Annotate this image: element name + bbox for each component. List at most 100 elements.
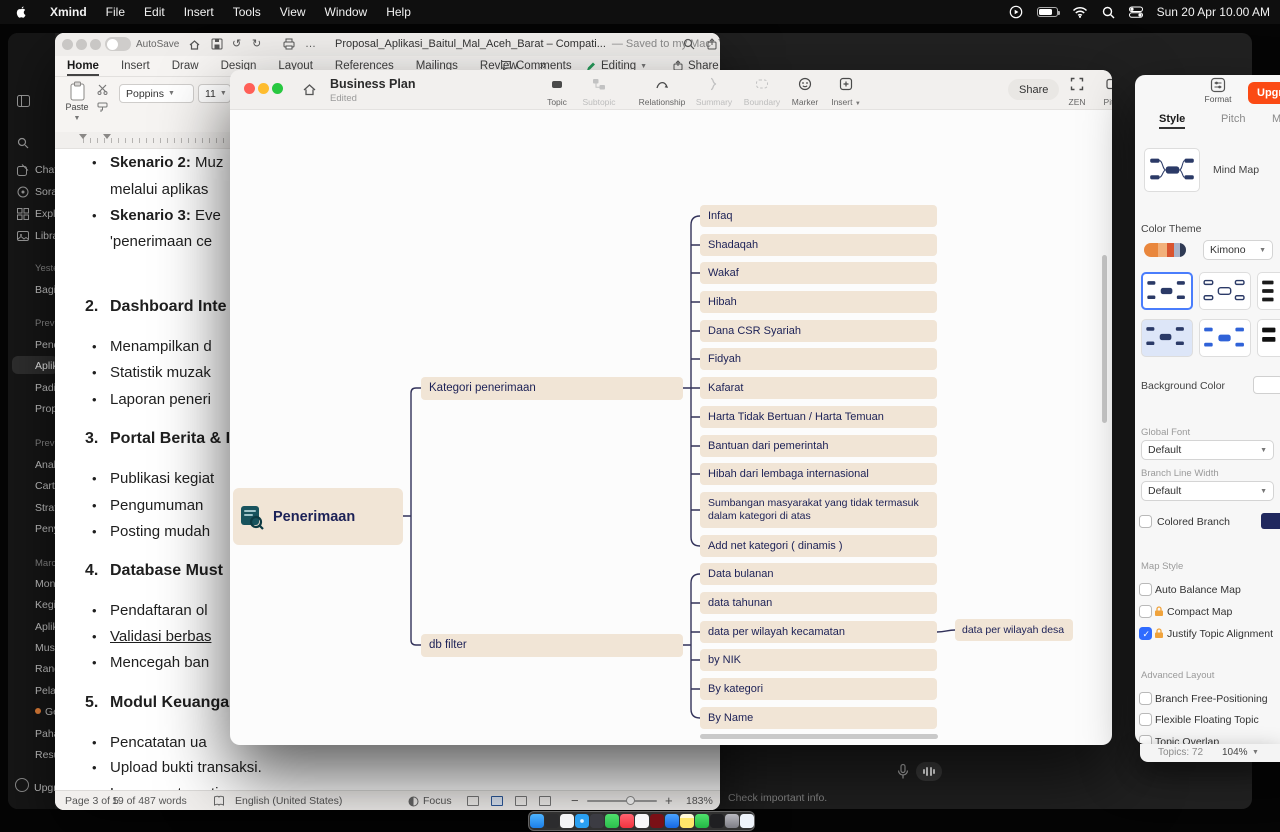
theme-select[interactable]: Kimono▼ [1203,240,1273,260]
colored-branch-checkbox[interactable] [1139,515,1152,528]
proofing-icon[interactable] [213,795,225,807]
control-center-icon[interactable] [1129,6,1143,18]
font-size-select[interactable]: 11▼ [198,84,231,103]
topic-node[interactable]: Hibah dari lembaga internasional [700,463,937,485]
home-icon[interactable] [188,38,201,51]
justify-alignment-checkbox[interactable] [1139,627,1152,640]
horizontal-scrollbar[interactable] [700,734,938,739]
global-font-select[interactable]: Default▼ [1141,440,1274,460]
dock-icon-terminal[interactable] [710,814,724,828]
conversation-item[interactable]: Gejala [35,705,55,719]
theme-thumbnail[interactable] [1257,319,1280,357]
dock-icon-music[interactable] [620,814,634,828]
topic-node[interactable]: data per wilayah kecamatan [700,621,937,643]
topic-node[interactable]: By Name [700,707,937,729]
tab-map[interactable]: Map [1272,113,1280,125]
dock-icon-facetime[interactable] [695,814,709,828]
theme-thumbnail[interactable] [1141,319,1193,357]
cut-icon[interactable] [97,84,108,95]
redo-icon[interactable]: ↻ [252,38,261,51]
dock-icon-freeform[interactable] [590,814,604,828]
page-indicator[interactable]: Page 3 of 5 [65,795,119,807]
menu-bar-clock[interactable]: Sun 20 Apr 10.00 AM [1157,5,1270,19]
conversation-item[interactable]: Cartoon [35,479,55,493]
conversation-item[interactable]: Strategi [35,501,55,515]
topic-node[interactable]: data per wilayah desa [955,619,1073,641]
wifi-icon[interactable] [1072,6,1088,18]
conversation-item[interactable]: Kegiatan [35,598,55,612]
branch-topic[interactable]: Kategori penerimaan [421,377,683,400]
central-topic[interactable]: Penerimaan [233,488,403,545]
dock-icon-finder[interactable] [530,814,544,828]
zoom-slider-thumb[interactable] [626,796,635,805]
vertical-scrollbar[interactable] [1102,255,1107,423]
search-icon[interactable] [683,38,695,50]
zoom-percentage[interactable]: 183% [686,795,713,807]
topic-overlap-checkbox[interactable] [1139,735,1152,744]
dock-icon-kit[interactable] [650,814,664,828]
dock-icon-mail[interactable] [665,814,679,828]
topic-node[interactable]: Dana CSR Syariah [700,320,937,342]
branch-line-width-select[interactable]: Default▼ [1141,481,1274,501]
dock-icon-launchpad[interactable] [545,814,559,828]
sidebar-toggle-icon[interactable] [17,95,30,107]
conversation-item[interactable]: Proposa [35,402,55,416]
paste-button[interactable]: Paste ▼ [62,81,92,122]
indent-marker[interactable] [79,134,87,139]
background-color-swatch[interactable] [1253,376,1280,394]
theme-thumbnail[interactable] [1199,272,1251,310]
menu-insert[interactable]: Insert [184,5,214,19]
auto-balance-checkbox[interactable] [1139,583,1152,596]
zoom-chevron-icon[interactable]: ▼ [1252,749,1259,756]
conversation-item[interactable]: Rangkai [35,662,55,676]
format-painter-icon[interactable] [97,102,108,113]
dock-icon-safari[interactable] [575,814,589,828]
sidebar-item-sora[interactable]: Sora [35,185,55,199]
zoom-in-button[interactable]: + [665,793,673,808]
conversation-item[interactable]: Pendafta [35,338,55,352]
topic-node[interactable]: Infaq [700,205,937,227]
share-arrow-icon[interactable] [706,38,718,50]
toggle-switch[interactable] [105,37,131,51]
focus-button[interactable]: Focus [423,795,452,807]
sidebar-item-explore[interactable]: Explore [35,207,55,221]
theme-thumbnail[interactable] [1257,272,1280,310]
zoom-out-button[interactable]: − [571,793,579,808]
theme-thumbnail[interactable] [1199,319,1251,357]
menu-file[interactable]: File [106,5,125,19]
conversation-item[interactable]: Monitori [35,577,55,591]
topic-node[interactable]: Bantuan dari pemerintah [700,435,937,457]
autosave-toggle[interactable]: AutoSave [105,37,179,51]
conversation-item[interactable]: Aplikasi [35,620,55,634]
branch-topic[interactable]: db filter [421,634,683,657]
dock-icon-app-store[interactable] [740,814,754,828]
branch-color-swatch[interactable] [1261,513,1280,529]
conversation-item[interactable]: Paham [35,727,55,741]
tab-pitch[interactable]: Pitch [1221,113,1245,125]
dock-icon-calendar[interactable] [635,814,649,828]
topic-node[interactable]: Fidyah [700,348,937,370]
topic-node[interactable]: Hibah [700,291,937,313]
topic-node[interactable]: Harta Tidak Bertuan / Harta Temuan [700,406,937,428]
zoom-slider[interactable] [587,800,657,802]
sidebar-item-chatgpt[interactable]: ChatGPT [35,163,55,177]
topic-node[interactable]: By kategori [700,678,937,700]
conversation-item-selected[interactable]: Aplikasi [35,359,55,373]
compact-map-checkbox[interactable] [1139,605,1152,618]
topic-node[interactable]: by NIK [700,649,937,671]
sidebar-item-library[interactable]: Library [35,229,55,243]
topic-node[interactable]: Sumbangan masyarakat yang tidak termasuk… [700,492,937,528]
menu-view[interactable]: View [280,5,306,19]
font-name-select[interactable]: Poppins▼ [119,84,194,103]
topic-node[interactable]: Data bulanan [700,563,937,585]
dock-icon-messages[interactable] [605,814,619,828]
branch-free-positioning-checkbox[interactable] [1139,692,1152,705]
web-layout-icon[interactable] [515,796,527,806]
conversation-item[interactable]: Musyaw [35,641,55,655]
menu-window[interactable]: Window [325,5,368,19]
indent-marker[interactable] [103,134,111,139]
tab-draw[interactable]: Draw [172,60,199,72]
menu-tools[interactable]: Tools [233,5,261,19]
conversation-item[interactable]: Pelatiha [35,684,55,698]
menu-help[interactable]: Help [386,5,411,19]
